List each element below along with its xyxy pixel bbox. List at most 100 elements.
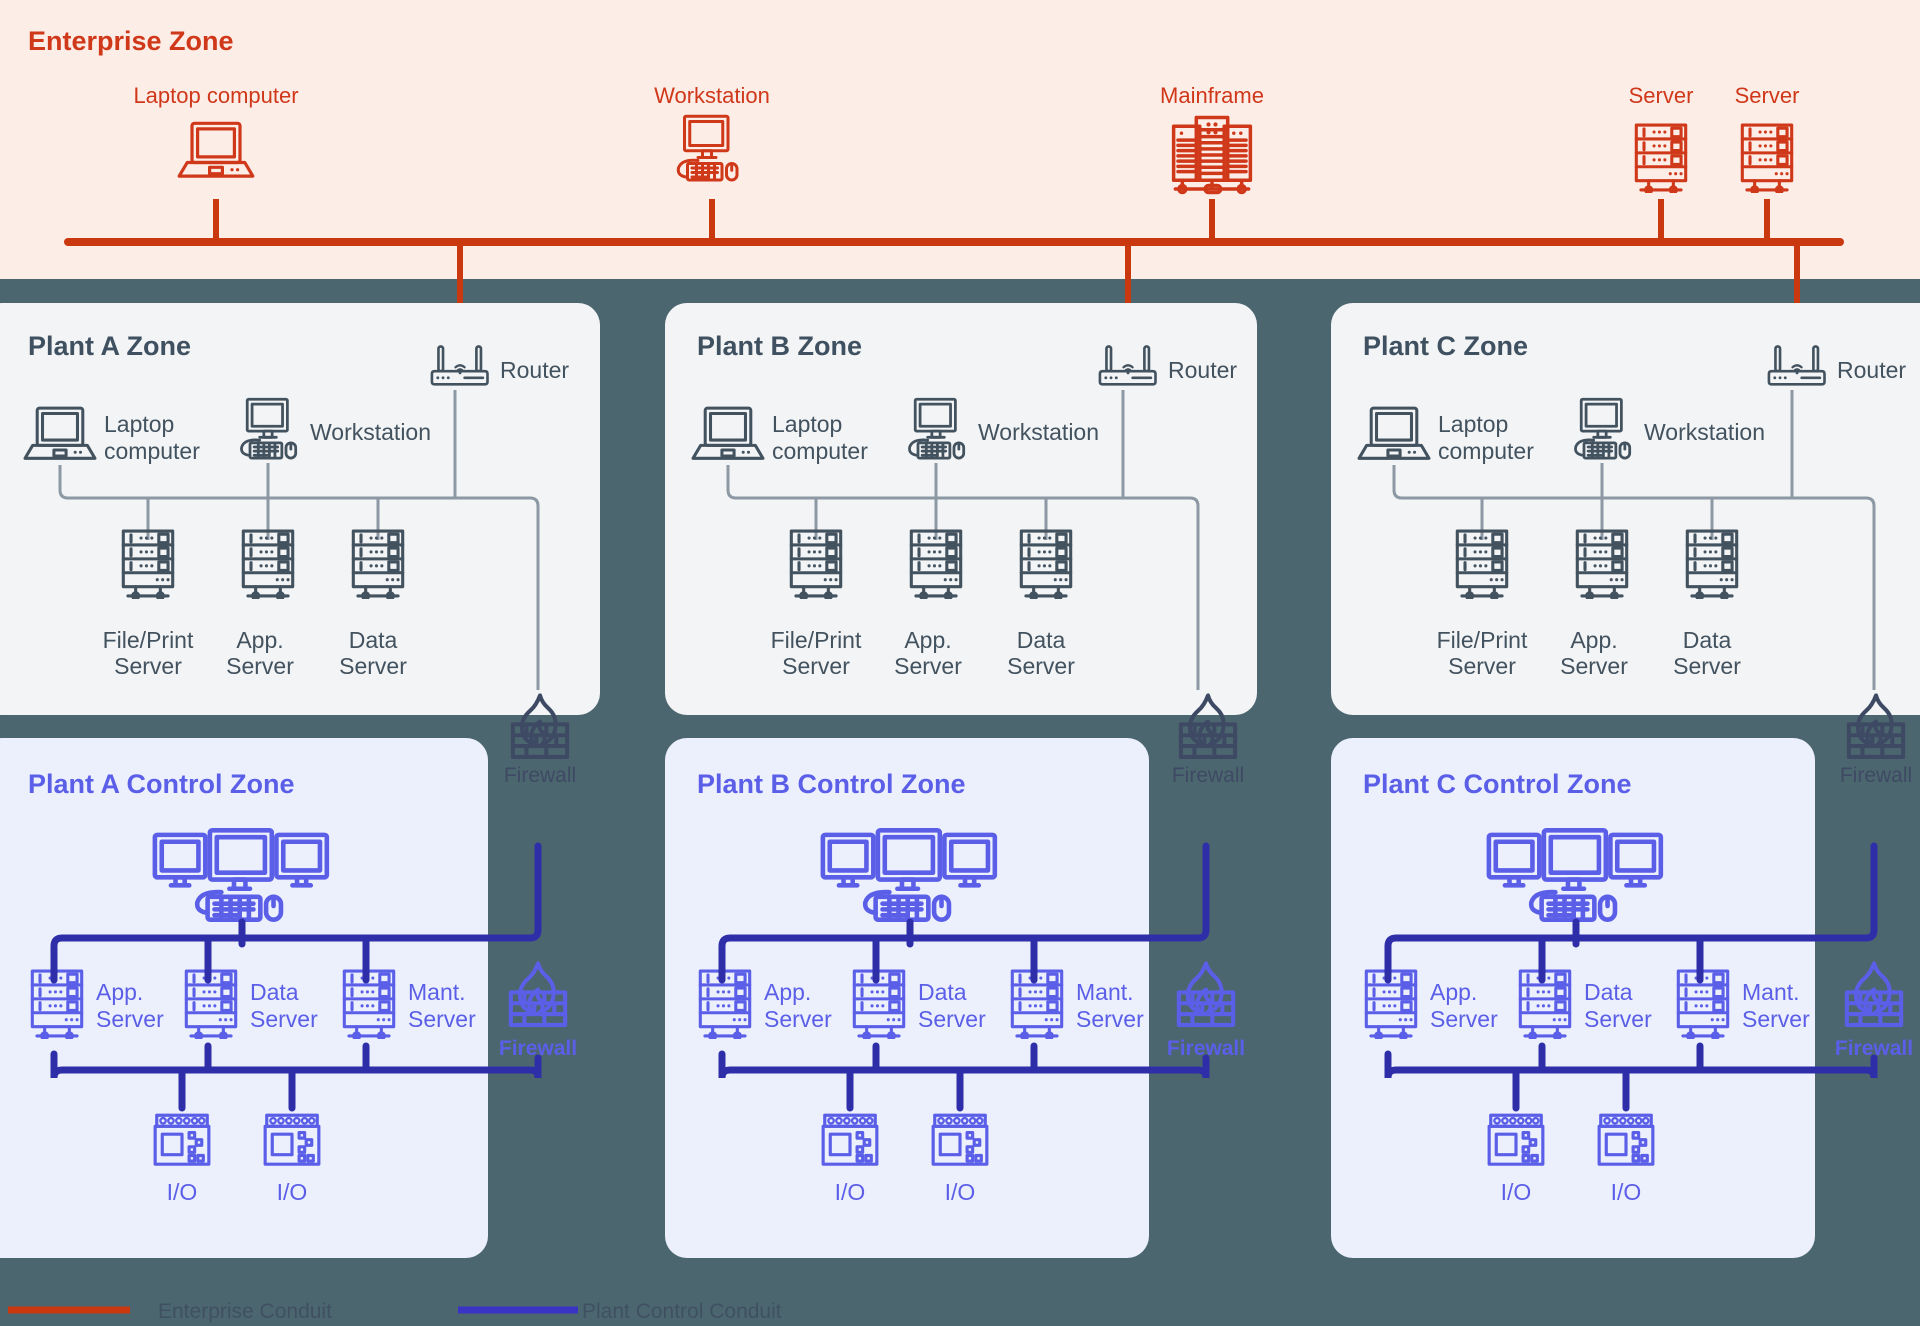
plant-a-control-zone-panel [0, 738, 488, 1258]
plant-a-ctrl-server-data[interactable]: Data Server [184, 969, 318, 1039]
plant-c-server-data[interactable]: Data Server [1673, 529, 1741, 679]
plant-a-io-label: I/O [277, 1179, 308, 1205]
plant-c-router-label: Router [1837, 357, 1906, 383]
plant-c-ctrl-server-label-2: Server [1430, 1006, 1498, 1032]
plant-b-client-label-2: computer [772, 438, 868, 464]
plant-a-ctrl-server-label-2: Server [408, 1006, 476, 1032]
plant-c-ctrl-server-app[interactable]: App. Server [1364, 969, 1498, 1039]
enterprise-node-mainframe[interactable]: Mainframe [1160, 83, 1264, 195]
plant-a-ctrl-server-label-2: Server [96, 1006, 164, 1032]
plant-b-server-label: App. [904, 627, 951, 653]
plant-a-ctrl-server-label: Data [250, 979, 299, 1005]
plant-c-firewall[interactable]: Firewall [1840, 695, 1912, 787]
plant-a-server-data[interactable]: Data Server [339, 529, 407, 679]
plant-c-io-label: I/O [1611, 1179, 1642, 1205]
plant-c-client-laptop[interactable]: Laptop computer [1357, 406, 1534, 464]
plant-b-router[interactable]: Router [1098, 345, 1237, 386]
plant-a-client-label-2: computer [104, 438, 200, 464]
plant-a-server-label-2: Server [339, 653, 407, 679]
plant-c-server-label-2: Server [1448, 653, 1516, 679]
plant-c-server-fileprint[interactable]: File/Print Server [1437, 529, 1528, 679]
plant-a-ctrl-server-label: Mant. [408, 979, 466, 1005]
plant-b-server-label-2: Server [1007, 653, 1075, 679]
upper-firewalls: Firewall Firewall Firewall [504, 695, 1912, 787]
plant-b-ctrl-server-label-2: Server [1076, 1006, 1144, 1032]
enterprise-node-workstation[interactable]: Workstation [654, 83, 770, 182]
legend-item-control: Plant Control Conduit [458, 1300, 782, 1323]
enterprise-node-label: Server [1629, 83, 1694, 108]
plant-b-ctrl-server-label-2: Server [918, 1006, 986, 1032]
plant-a-io-2[interactable]: I/O [263, 1113, 321, 1205]
plant-a-wiring [58, 390, 540, 690]
plant-c-ctrl-server-label-2: Server [1742, 1006, 1810, 1032]
plant-a-client-workstation[interactable]: Workstation [240, 397, 431, 460]
plant-b-control-firewall-label: Firewall [1167, 1037, 1245, 1060]
plant-c-control-zone: Plant C Control Zone App. Server Data Se… [1331, 738, 1878, 1258]
plant-c-io-label: I/O [1501, 1179, 1532, 1205]
plant-c-ctrl-server-label-2: Server [1584, 1006, 1652, 1032]
plant-b-control-firewall[interactable]: Firewall [1167, 963, 1245, 1060]
plant-a-server-app[interactable]: App. Server [226, 529, 295, 679]
plant-c-router[interactable]: Router [1767, 345, 1906, 386]
plant-b-ctrl-server-data[interactable]: Data Server [852, 969, 986, 1039]
plant-c-client-label: Laptop [1438, 411, 1508, 437]
plant-a-control-conduit [50, 842, 542, 1112]
plant-a-control-firewall-label: Firewall [499, 1037, 577, 1060]
plant-a-client-label: Workstation [310, 419, 431, 445]
legend-item-enterprise: Enterprise Conduit [8, 1300, 332, 1323]
plant-a-firewall[interactable]: Firewall [504, 695, 576, 787]
plant-c-server-label-2: Server [1673, 653, 1741, 679]
enterprise-zone-panel [0, 0, 1920, 279]
plant-b-zone-panel [665, 303, 1257, 715]
plant-b-ctrl-server-mant[interactable]: Mant. Server [1010, 969, 1144, 1039]
plant-a-zone-panel [0, 303, 600, 715]
plant-a-ctrl-server-mant[interactable]: Mant. Server [342, 969, 476, 1039]
plant-a-client-laptop[interactable]: Laptop computer [23, 406, 200, 464]
plant-b-server-fileprint[interactable]: File/Print Server [771, 529, 862, 679]
plant-a-control-zone: Plant A Control Zone App. Server Data Se… [0, 738, 542, 1258]
plant-b-server-app[interactable]: App. Server [894, 529, 963, 679]
plant-c-zone-title: Plant C Zone [1363, 331, 1528, 361]
plant-b-io-label: I/O [835, 1179, 866, 1205]
enterprise-node-server-2[interactable]: Server [1735, 83, 1800, 193]
enterprise-node-laptop[interactable]: Laptop computer [133, 83, 299, 178]
plant-b-io-1[interactable]: I/O [821, 1113, 879, 1205]
plant-b-zone: Plant B Zone Router Laptop computer Work… [665, 303, 1257, 715]
lower-firewalls: Firewall Firewall Firewall [499, 963, 1913, 1060]
plant-b-client-laptop[interactable]: Laptop computer [691, 406, 868, 464]
plant-b-control-zone: Plant B Control Zone App. Server Data Se… [665, 738, 1210, 1258]
plant-b-client-workstation[interactable]: Workstation [908, 397, 1099, 460]
plant-a-server-fileprint[interactable]: File/Print Server [103, 529, 194, 679]
plant-a-ctrl-server-app[interactable]: App. Server [30, 969, 164, 1039]
enterprise-node-server-1[interactable]: Server [1629, 83, 1694, 193]
plant-c-control-firewall[interactable]: Firewall [1835, 963, 1913, 1060]
plant-a-router-label: Router [500, 357, 569, 383]
plant-c-io-2[interactable]: I/O [1597, 1113, 1655, 1205]
legend-label-control: Plant Control Conduit [582, 1300, 782, 1323]
plant-c-wiring [1392, 390, 1876, 690]
plant-c-ctrl-server-mant[interactable]: Mant. Server [1676, 969, 1810, 1039]
plant-c-ctrl-server-label: Data [1584, 979, 1633, 1005]
plant-c-client-label-2: computer [1438, 438, 1534, 464]
enterprise-node-label: Mainframe [1160, 83, 1264, 108]
plant-c-client-workstation[interactable]: Workstation [1574, 397, 1765, 460]
plant-b-server-label: Data [1017, 627, 1066, 653]
plant-a-server-label: File/Print [103, 627, 194, 653]
plant-a-router[interactable]: Router [430, 345, 569, 386]
plant-c-server-app[interactable]: App. Server [1560, 529, 1629, 679]
plant-b-firewall[interactable]: Firewall [1172, 695, 1244, 787]
plant-b-ctrl-server-label: Data [918, 979, 967, 1005]
plant-b-io-2[interactable]: I/O [931, 1113, 989, 1205]
plant-b-server-data[interactable]: Data Server [1007, 529, 1075, 679]
plant-a-io-1[interactable]: I/O [153, 1113, 211, 1205]
plant-c-server-label-2: Server [1560, 653, 1628, 679]
plant-c-control-firewall-label: Firewall [1835, 1037, 1913, 1060]
legend: Enterprise Conduit Plant Control Conduit [8, 1300, 782, 1323]
plant-c-io-1[interactable]: I/O [1487, 1113, 1545, 1205]
plant-a-control-firewall[interactable]: Firewall [499, 963, 577, 1060]
plant-c-ctrl-server-data[interactable]: Data Server [1518, 969, 1652, 1039]
plant-a-server-label: App. [236, 627, 283, 653]
plant-c-zone-panel [1331, 303, 1920, 715]
plant-b-ctrl-server-app[interactable]: App. Server [698, 969, 832, 1039]
plant-c-control-conduit [1384, 842, 1878, 1112]
